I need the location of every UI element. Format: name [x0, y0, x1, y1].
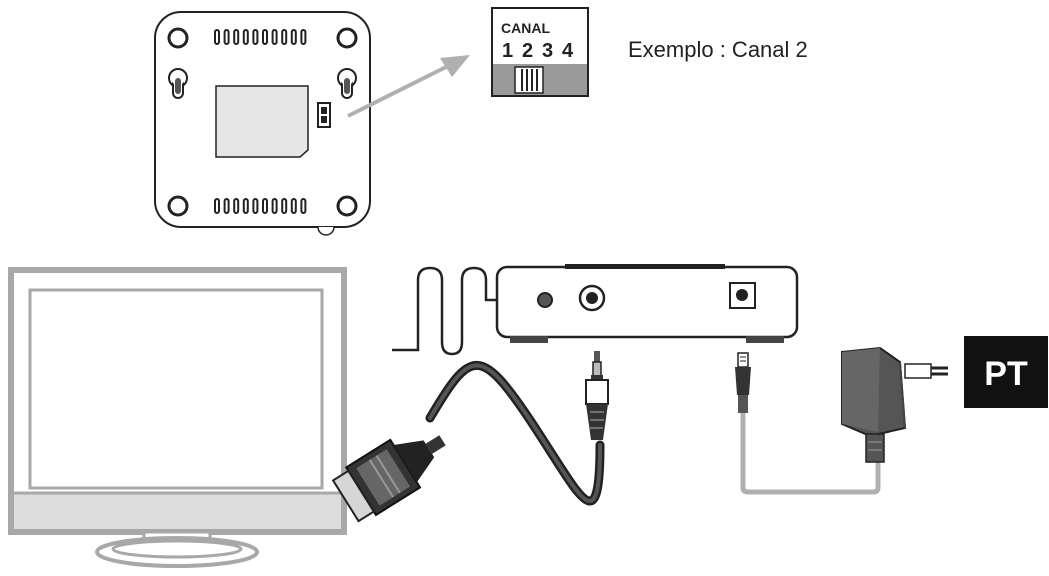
transmitter-front-view [495, 264, 799, 343]
vent-row-bottom [214, 198, 307, 214]
language-badge: PT [964, 336, 1048, 408]
transmitter-bottom-view [154, 11, 371, 236]
keyhole-slot-left [168, 68, 188, 99]
vent-slot [262, 29, 268, 45]
vent-slot [281, 198, 288, 214]
tv-stand [95, 530, 259, 568]
vent-slot [214, 198, 220, 214]
vent-slot [242, 29, 249, 45]
pointer-arrow [347, 55, 470, 118]
channel-4-label: 4 [562, 40, 574, 62]
channel-switch-closeup: CANAL 1 2 3 4 [491, 7, 589, 97]
vent-slot [252, 198, 259, 214]
vent-slot [300, 198, 307, 214]
antenna-wire [392, 266, 545, 356]
canal-label: CANAL [501, 20, 550, 36]
vent-slot [233, 29, 240, 45]
antenna-input-port[interactable] [537, 292, 553, 308]
vent-slot [290, 29, 297, 45]
language-badge-label: PT [984, 355, 1028, 393]
keyhole-slot-right [337, 68, 357, 99]
screw-hole-top-left [167, 27, 189, 49]
power-cable [740, 410, 881, 495]
cable-notch [317, 226, 335, 236]
switch-slider-position [514, 66, 544, 94]
vent-row-top [214, 29, 307, 45]
tv-screen [28, 288, 324, 490]
vent-slot [223, 198, 230, 214]
vent-slot [242, 198, 249, 214]
adapter-plug-prongs [904, 363, 932, 379]
vent-slot [271, 29, 278, 45]
channel-2-label: 2 [522, 40, 533, 62]
tv-bottom-bezel [14, 493, 341, 529]
scart-cable [425, 360, 605, 506]
vent-slot [252, 29, 259, 45]
power-adapter [841, 346, 948, 463]
vent-slot [233, 198, 240, 214]
television [8, 267, 347, 568]
label-plate [215, 85, 309, 158]
vent-slot [300, 29, 307, 45]
example-caption: Exemplo : Canal 2 [628, 37, 808, 62]
vent-slot [290, 198, 297, 214]
vent-slot [214, 29, 220, 45]
vent-slot [271, 198, 278, 214]
screw-hole-bottom-left [167, 195, 189, 217]
screw-hole-bottom-right [336, 195, 358, 217]
dc-power-plug [735, 352, 751, 413]
av-jack-plug [585, 351, 609, 440]
channel-3-label: 3 [542, 40, 553, 62]
vent-slot [223, 29, 230, 45]
channel-switch[interactable] [317, 102, 331, 128]
vent-slot [281, 29, 288, 45]
screw-hole-top-right [336, 27, 358, 49]
scart-plug [331, 435, 446, 523]
vent-slot [262, 198, 268, 214]
channel-1-label: 1 [502, 40, 513, 62]
